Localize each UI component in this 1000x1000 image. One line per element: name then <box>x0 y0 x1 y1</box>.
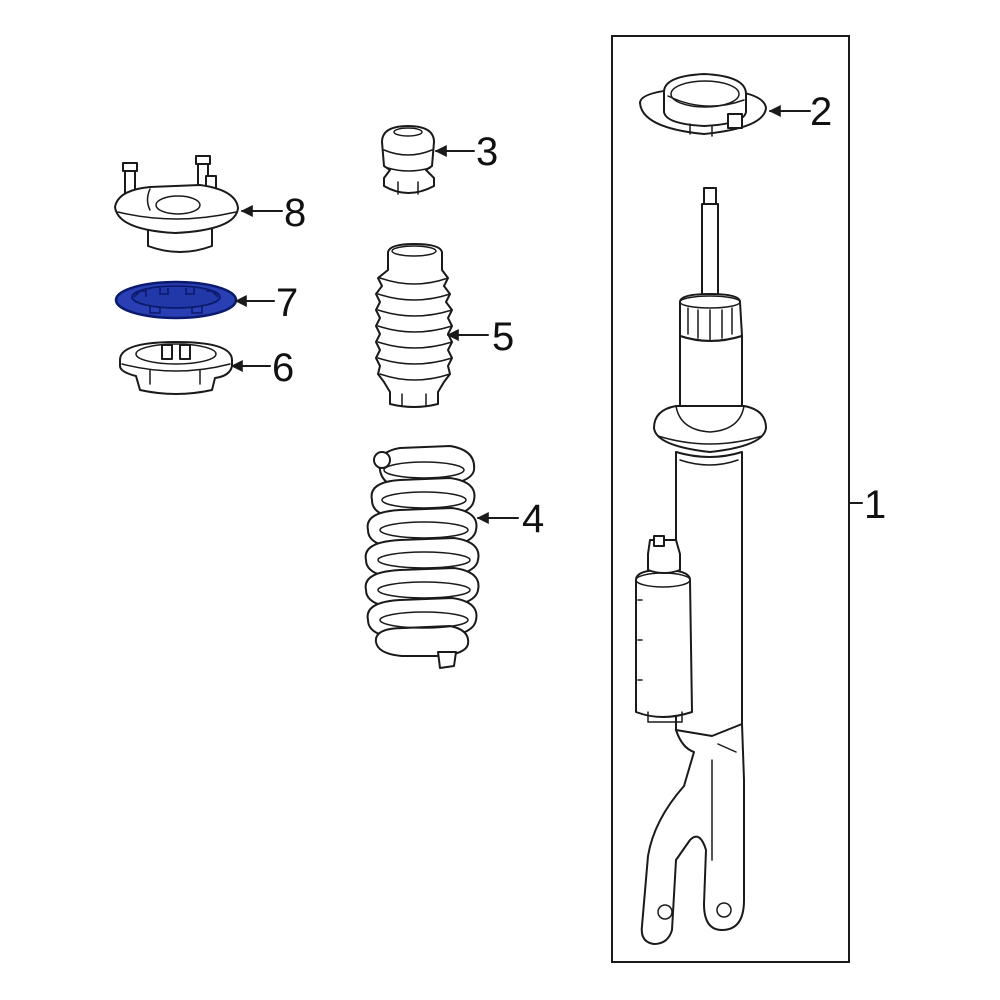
callout-2: 2 <box>810 90 832 134</box>
part-6-spring-seat[interactable] <box>119 341 233 395</box>
part-5-dust-boot[interactable] <box>375 243 453 408</box>
leader-arrows <box>230 105 863 524</box>
part-7-insulator[interactable] <box>114 280 238 320</box>
assembly-bracket-box <box>611 35 850 963</box>
part-3-bump-stop[interactable] <box>381 125 435 195</box>
callout-3: 3 <box>476 130 498 174</box>
callout-labels: 1 2 3 4 5 6 7 8 <box>272 90 886 541</box>
part-2-upper-seat[interactable] <box>639 73 767 137</box>
part-1-strut-assembly[interactable] <box>611 35 850 963</box>
callout-4: 4 <box>522 497 544 541</box>
callout-7: 7 <box>276 281 298 325</box>
insulator-inner-ring <box>131 285 221 309</box>
callout-5: 5 <box>492 315 514 359</box>
part-8-strut-mount[interactable] <box>114 155 239 253</box>
part-4-coil-spring[interactable] <box>364 445 480 669</box>
callout-1: 1 <box>864 483 886 527</box>
callout-8: 8 <box>284 191 306 235</box>
callout-6: 6 <box>272 346 294 390</box>
